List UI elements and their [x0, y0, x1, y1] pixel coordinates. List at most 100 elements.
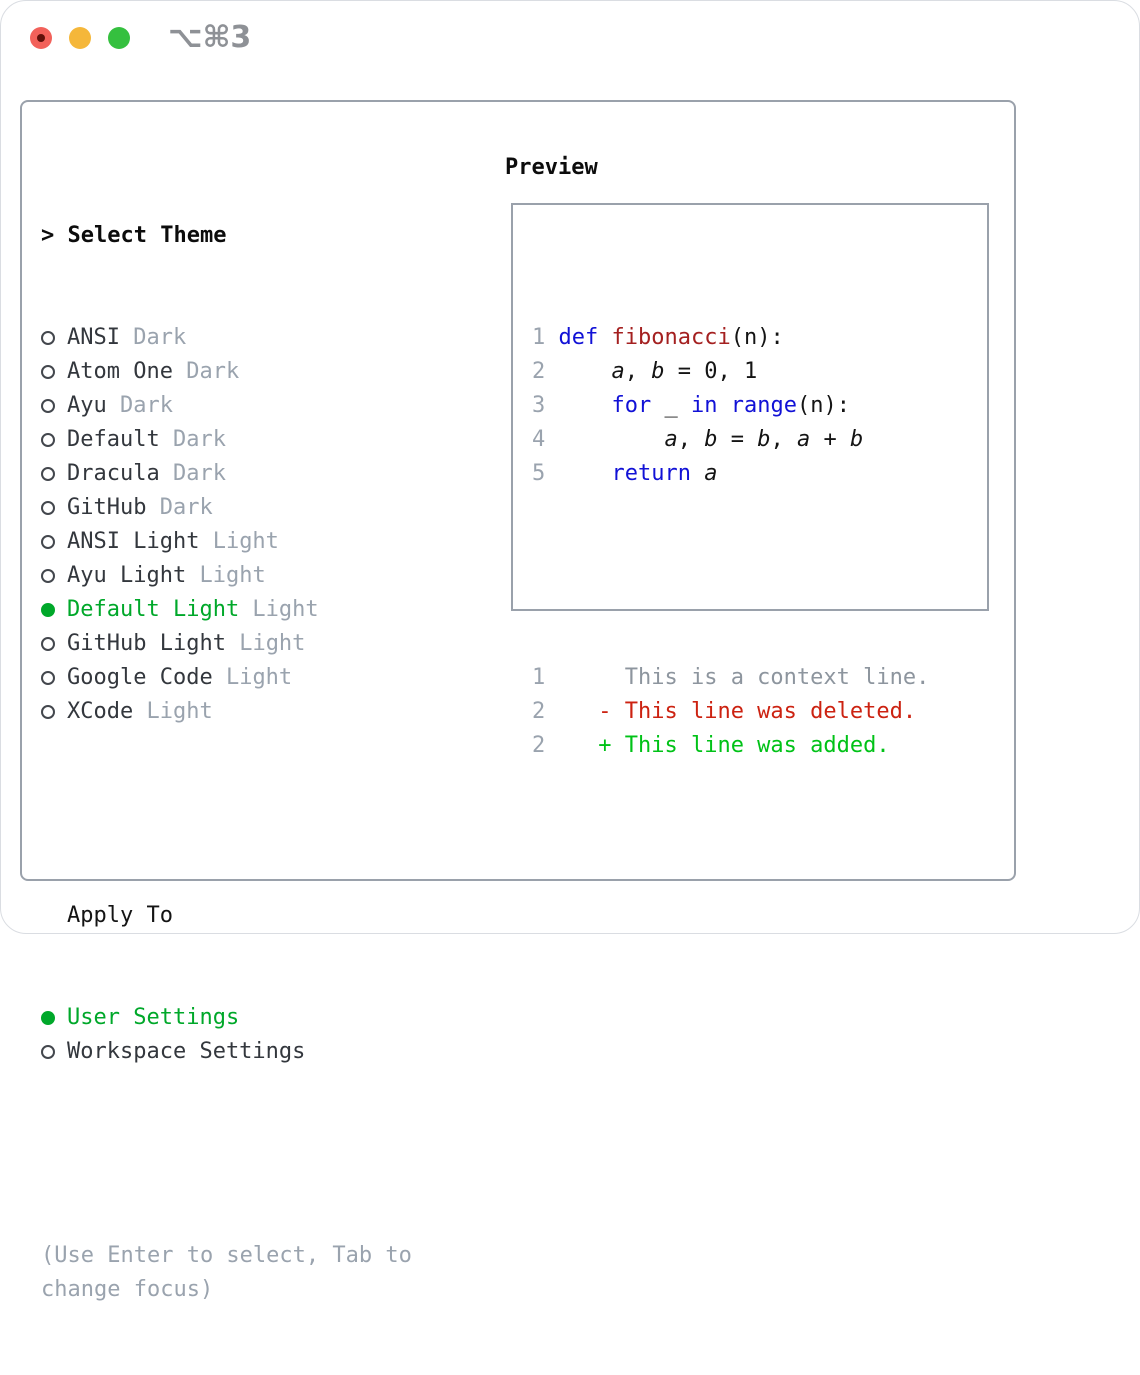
radio-icon — [41, 355, 67, 389]
theme-option-variant: Light — [239, 597, 319, 622]
theme-option-variant: Light — [225, 631, 306, 656]
close-dot-icon — [37, 34, 45, 42]
line-number: 1 — [532, 325, 546, 350]
select-theme-title: Select Theme — [67, 223, 227, 248]
line-number: 5 — [532, 461, 546, 486]
radio-icon — [41, 661, 67, 695]
line-number: 2 — [532, 699, 546, 724]
close-button[interactable] — [30, 27, 52, 49]
line-number: 2 — [532, 359, 546, 384]
diff-text: This line was added. — [624, 733, 890, 758]
theme-option[interactable]: GitHub Light Light — [41, 627, 412, 661]
diff-marker: + — [598, 733, 612, 758]
diff-preview: 1 This is a context line.2 - This line w… — [532, 661, 987, 763]
theme-option-variant: Light — [199, 529, 279, 554]
apply-to-title: Apply To — [67, 903, 173, 928]
theme-option-name: Google Code — [67, 665, 213, 690]
theme-option-name: GitHub Light — [67, 631, 226, 656]
diff-text: This line was deleted. — [624, 699, 917, 724]
hint-text: (Use Enter to select, Tab to change focu… — [41, 1243, 412, 1302]
spacer — [532, 559, 987, 593]
titlebar: ⌥⌘3 — [1, 1, 1139, 75]
radio-icon — [41, 1035, 67, 1069]
spacer — [41, 797, 412, 831]
code-line: 5 return a — [532, 461, 718, 486]
theme-option[interactable]: Dracula Dark — [41, 457, 412, 491]
diff-text: This is a context line. — [624, 665, 930, 690]
theme-option-variant: Dark — [106, 393, 173, 418]
zoom-button[interactable] — [108, 27, 130, 49]
apply-to-option-label: User Settings — [67, 1005, 240, 1030]
window-shortcut-label: ⌥⌘3 — [168, 20, 252, 55]
theme-option-name: Default Light — [67, 597, 240, 622]
line-number: 4 — [532, 427, 546, 452]
theme-option[interactable]: ANSI Dark — [41, 321, 412, 355]
radio-icon — [41, 457, 67, 491]
theme-option-variant: Dark — [146, 495, 213, 520]
radio-icon — [41, 627, 67, 661]
theme-option[interactable]: ANSI Light Light — [41, 525, 412, 559]
apply-to-option-label: Workspace Settings — [67, 1039, 306, 1064]
theme-option-variant: Light — [212, 665, 293, 690]
radio-icon — [41, 491, 67, 525]
theme-option[interactable]: XCode Light — [41, 695, 412, 729]
code-line: 2 a, b = 0, 1 — [532, 359, 758, 384]
theme-option[interactable]: Default Dark — [41, 423, 412, 457]
code-preview: 1 def fibonacci(n): 2 a, b = 0, 1 3 for _ … — [532, 321, 987, 491]
diff-line-add: 2 + This line was added. — [532, 729, 987, 763]
diff-marker: - — [598, 699, 612, 724]
code-line: 3 for _ in range(n): — [532, 393, 850, 418]
radio-icon — [41, 559, 67, 593]
line-number: 3 — [532, 393, 546, 418]
selected-radio-icon — [41, 593, 67, 627]
code-line: 4 a, b = b, a + b — [532, 427, 864, 452]
theme-option-name: Atom One — [67, 359, 173, 384]
radio-icon — [41, 423, 67, 457]
theme-option-variant: Dark — [119, 325, 187, 350]
theme-option-variant: Dark — [172, 359, 240, 384]
spacer — [41, 1137, 412, 1171]
apply-to-header: Apply To — [41, 899, 412, 933]
preview-box: 1 def fibonacci(n): 2 a, b = 0, 1 3 for _ … — [511, 203, 989, 758]
theme-option[interactable]: Ayu Dark — [41, 389, 412, 423]
theme-option-name: Ayu Light — [67, 563, 187, 588]
diff-line-ctx: 1 This is a context line. — [532, 661, 987, 695]
radio-icon — [41, 695, 67, 729]
theme-option-variant: Light — [133, 699, 213, 724]
minimize-button[interactable] — [69, 27, 91, 49]
theme-option-name: ANSI Light — [67, 529, 200, 554]
theme-option[interactable]: Default Light Light — [41, 593, 412, 627]
theme-option-variant: Dark — [159, 461, 226, 486]
apply-to-option[interactable]: Workspace Settings — [41, 1035, 412, 1069]
theme-option-name: ANSI — [67, 325, 120, 350]
theme-option-variant: Light — [186, 563, 266, 588]
code-line: 1 def fibonacci(n): — [532, 325, 784, 350]
select-theme-header: > Select Theme — [41, 219, 412, 253]
diff-marker — [598, 665, 611, 690]
theme-option-name: Ayu — [67, 393, 107, 418]
theme-option[interactable]: Atom One Dark — [41, 355, 412, 389]
theme-option-name: Dracula — [67, 461, 160, 486]
theme-option-name: GitHub — [67, 495, 147, 520]
radio-icon — [41, 321, 67, 355]
theme-option[interactable]: Google Code Light — [41, 661, 412, 695]
radio-icon — [41, 525, 67, 559]
line-number: 1 — [532, 665, 546, 690]
theme-option-variant: Dark — [159, 427, 226, 452]
theme-option-name: Default — [67, 427, 160, 452]
radio-icon — [41, 389, 67, 423]
theme-option[interactable]: Ayu Light Light — [41, 559, 412, 593]
preview-header: Preview — [505, 155, 598, 180]
prompt-icon: > — [41, 223, 55, 248]
theme-option[interactable]: GitHub Dark — [41, 491, 412, 525]
apply-to-option[interactable]: User Settings — [41, 1001, 412, 1035]
theme-option-name: XCode — [67, 699, 134, 724]
selected-radio-icon — [41, 1001, 67, 1035]
line-number: 2 — [532, 733, 546, 758]
diff-line-del: 2 - This line was deleted. — [532, 695, 987, 729]
